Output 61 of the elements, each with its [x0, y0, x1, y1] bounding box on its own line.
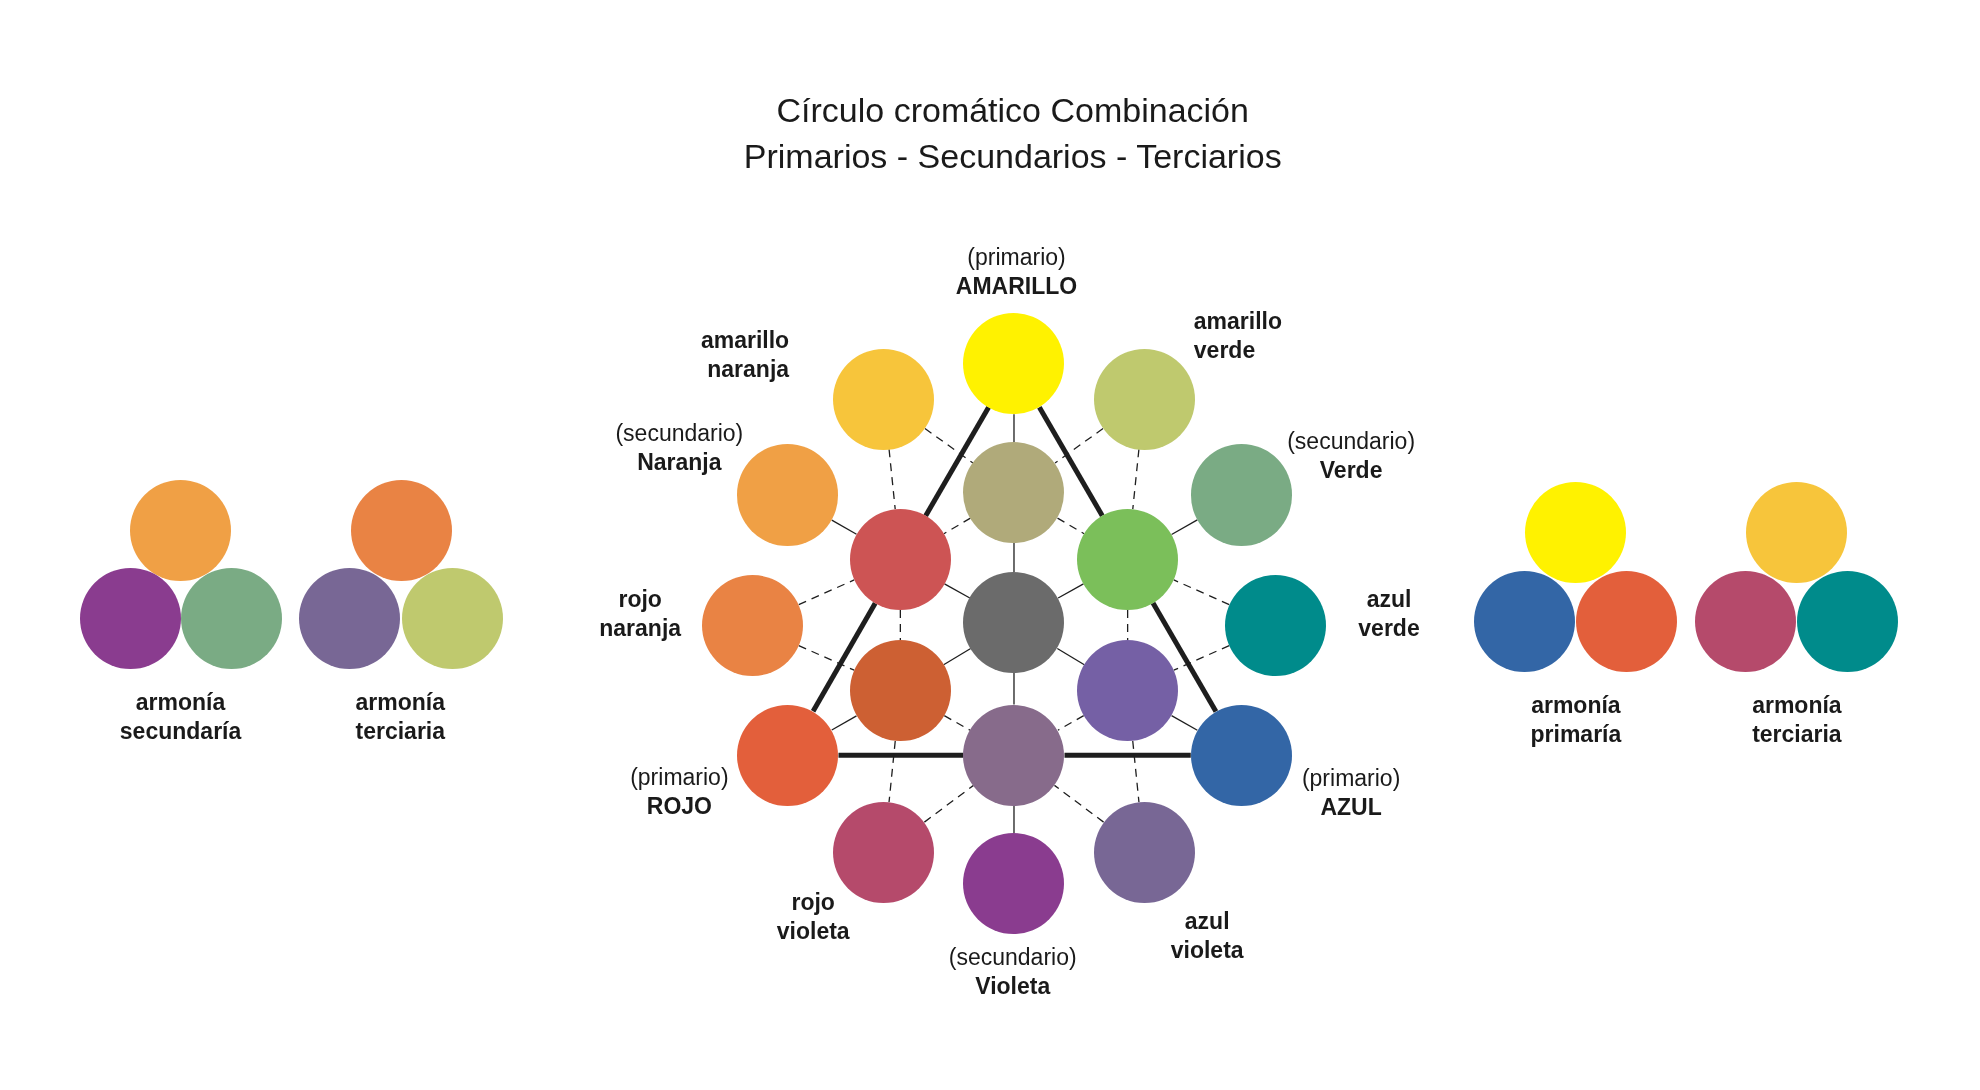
color-circle	[849, 640, 951, 742]
dashed-connector	[1053, 784, 1105, 823]
color-name: rojo naranja	[598, 584, 683, 643]
dashed-connector	[1127, 609, 1129, 641]
color-name: ROJO	[645, 791, 713, 821]
connector-line	[831, 519, 858, 535]
dashed-connector	[899, 609, 901, 641]
dashed-connector	[888, 448, 896, 510]
connector-line	[1013, 672, 1015, 706]
color-name: azul verde	[1357, 584, 1421, 643]
color-name: Verde	[1318, 455, 1384, 485]
dashed-connector	[798, 644, 855, 671]
color-category: (secundario)	[614, 419, 745, 449]
harmony-caption: armonía terciaria	[1751, 690, 1843, 749]
color-circle	[963, 441, 1065, 543]
dashed-connector	[1057, 715, 1085, 731]
harmony-caption: armonía terciaria	[354, 688, 447, 747]
dashed-connector	[943, 715, 971, 731]
connector-line	[1013, 542, 1015, 573]
triangle-line	[838, 752, 964, 758]
color-category: (primario)	[966, 242, 1067, 272]
triangle-line	[923, 406, 991, 517]
color-category: (primario)	[1300, 764, 1402, 793]
dashed-connector	[1132, 448, 1140, 510]
color-name: amarillo verde	[1193, 306, 1283, 365]
dashed-connector	[1173, 644, 1230, 671]
connector-line	[831, 715, 858, 731]
color-category: (secundario)	[1286, 426, 1417, 456]
color-category: (primario)	[629, 762, 730, 792]
color-category: (secundario)	[947, 943, 1078, 973]
connector-line	[1170, 715, 1198, 731]
color-name: amarillo naranja	[699, 325, 790, 384]
connector-line	[1057, 583, 1085, 599]
color-name: Violeta	[974, 972, 1052, 1002]
dashed-connector	[1056, 517, 1085, 535]
dashed-connector	[1173, 579, 1230, 606]
harmony-caption: armonía secundaría	[118, 688, 243, 747]
dashed-connector	[943, 517, 972, 535]
dashed-connector	[923, 784, 975, 823]
dashed-connector	[888, 740, 896, 803]
color-name: AMARILLO	[954, 271, 1079, 301]
connector-line	[1013, 413, 1015, 443]
connector-line	[943, 647, 972, 666]
harmony-caption: armonía primaría	[1529, 690, 1623, 749]
triangle-line	[1064, 752, 1191, 758]
triangle-line	[810, 601, 878, 713]
color-name: rojo violeta	[775, 887, 851, 946]
connector-line	[1170, 519, 1198, 536]
diagram-title: Círculo cromático Combinación Primarios - Secundarios - Terciarios	[742, 89, 1283, 177]
dashed-connector	[924, 427, 974, 464]
dashed-connector	[798, 579, 855, 606]
connector-line	[1056, 647, 1085, 666]
color-name: AZUL	[1319, 793, 1383, 822]
connector-line	[1013, 805, 1015, 835]
connector-line	[943, 583, 971, 599]
triangle-line	[1150, 601, 1219, 713]
triangle-line	[1037, 406, 1105, 517]
color-name: azul violeta	[1169, 906, 1245, 965]
dashed-connector	[1132, 740, 1140, 803]
color-name: Naranja	[636, 448, 723, 478]
dashed-connector	[1054, 427, 1104, 464]
